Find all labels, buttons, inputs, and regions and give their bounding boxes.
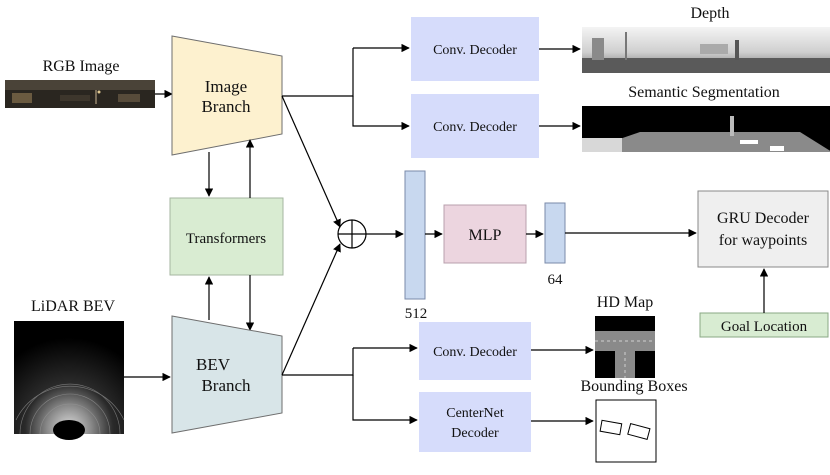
depth-decoder-block bbox=[411, 17, 539, 81]
centernet-decoder-block bbox=[419, 392, 531, 452]
lidar-bev-image bbox=[14, 321, 124, 434]
feature-vector-512 bbox=[404, 170, 426, 300]
arrow-image-branch-to-fusion bbox=[281, 95, 341, 228]
rgb-image-thumbnail bbox=[5, 80, 155, 108]
hdmap-output-image bbox=[595, 316, 655, 378]
gru-decoder-label-line2: for waypoints bbox=[719, 232, 807, 249]
feature-dim-label: 512 bbox=[405, 306, 428, 322]
semantic-decoder-block bbox=[411, 94, 539, 158]
hdmap-decoder-block bbox=[419, 322, 531, 380]
image-branch-label-line2: Branch bbox=[201, 97, 251, 116]
bounding-boxes-label: Bounding Boxes bbox=[580, 378, 687, 395]
rgb-image-label: RGB Image bbox=[43, 58, 120, 75]
depth-decoder-label: Conv. Decoder bbox=[433, 43, 517, 58]
semantic-decoder-label: Conv. Decoder bbox=[433, 120, 517, 135]
image-branch-block bbox=[171, 35, 283, 156]
goal-location-block bbox=[699, 312, 829, 338]
centernet-decoder-label-line1: CenterNet bbox=[446, 406, 504, 421]
mlp-block bbox=[443, 204, 527, 264]
hidden-vector-64 bbox=[544, 202, 566, 264]
connector-image-branch-right bbox=[282, 48, 354, 97]
bbox-output-image bbox=[595, 399, 657, 463]
mlp-label: MLP bbox=[469, 227, 502, 244]
lidar-ego-vehicle bbox=[53, 420, 85, 440]
transformers-block bbox=[169, 197, 284, 276]
gru-decoder-label-line1: GRU Decoder bbox=[717, 210, 810, 227]
transformers-label: Transformers bbox=[186, 231, 266, 247]
lidar-bev-rings bbox=[15, 383, 125, 435]
semantic-output-image bbox=[582, 106, 830, 152]
image-branch-label-line1: Image bbox=[205, 77, 247, 96]
goal-location-label: Goal Location bbox=[721, 319, 808, 335]
connector-to-semantic-decoder bbox=[352, 96, 410, 131]
lidar-bev-label: LiDAR BEV bbox=[31, 298, 115, 315]
arrow-bev-branch-to-fusion bbox=[281, 243, 341, 376]
hdmap-label: HD Map bbox=[597, 294, 653, 311]
hdmap-decoder-label: Conv. Decoder bbox=[433, 345, 517, 360]
centernet-decoder-label-line2: Decoder bbox=[451, 426, 499, 441]
fusion-sum-node bbox=[337, 219, 367, 249]
hidden-dim-label: 64 bbox=[548, 272, 564, 288]
depth-output-image bbox=[582, 27, 830, 73]
semantic-label: Semantic Segmentation bbox=[628, 84, 780, 101]
bev-branch-block bbox=[171, 315, 283, 434]
connector-to-centernet-decoder bbox=[352, 375, 418, 425]
bev-branch-label-line2: Branch bbox=[201, 376, 251, 395]
depth-label: Depth bbox=[690, 5, 729, 22]
bev-branch-label-line1: BEV bbox=[196, 355, 231, 374]
gru-decoder-block bbox=[697, 190, 829, 268]
